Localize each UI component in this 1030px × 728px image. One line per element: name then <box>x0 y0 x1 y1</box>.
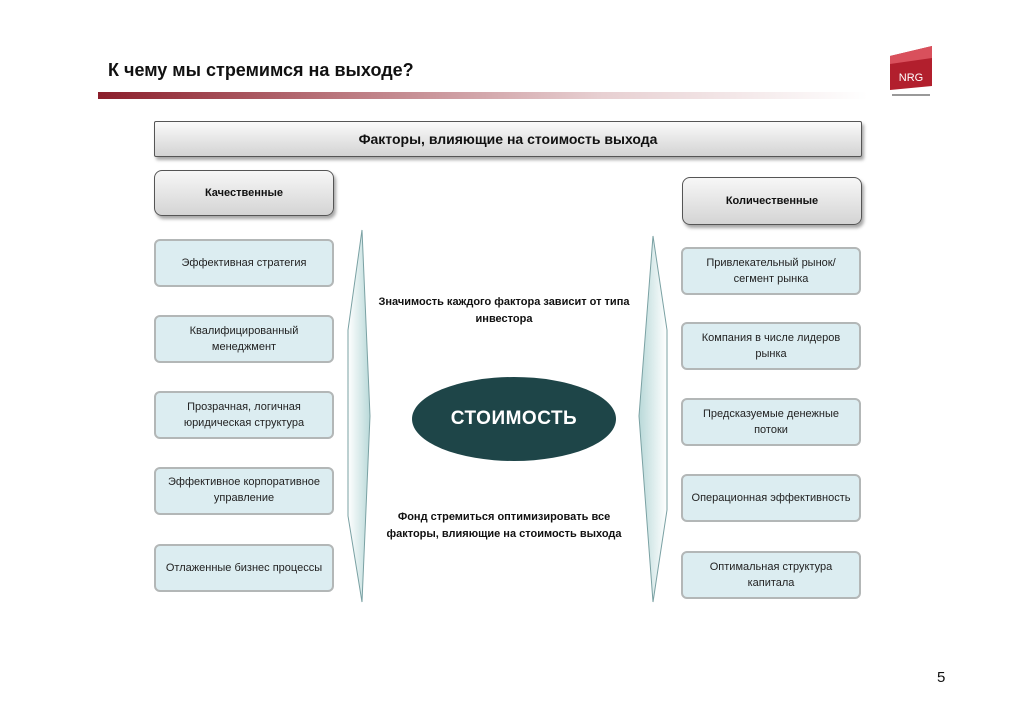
left-arrow-shape <box>347 229 371 603</box>
title-underline <box>98 92 868 99</box>
qualitative-factor-4: Эффективное корпоративное управление <box>154 467 334 515</box>
quantitative-factor-3: Предсказуемые денежные потоки <box>681 398 861 446</box>
investor-type-note: Значимость каждого фактора зависит от ти… <box>378 296 630 325</box>
qualitative-category: Качественные <box>154 170 334 216</box>
qualitative-factor-2: Квалифицированный менеджмент <box>154 315 334 363</box>
qualitative-factor-3: Прозрачная, логичная юридическая структу… <box>154 391 334 439</box>
nrg-logo: NRG <box>890 46 932 96</box>
fund-optimization-note: Фонд стремиться оптимизировать все факто… <box>386 511 622 540</box>
quantitative-factor-2: Компания в числе лидеров рынка <box>681 322 861 370</box>
right-arrow-shape <box>638 235 668 603</box>
quantitative-category: Количественные <box>682 177 862 225</box>
qualitative-factor-5: Отлаженные бизнес процессы <box>154 544 334 592</box>
value-ellipse: СТОИМОСТЬ <box>412 377 616 461</box>
qualitative-factor-1: Эффективная стратегия <box>154 239 334 287</box>
page-number: 5 <box>937 669 946 686</box>
quantitative-factor-4: Операционная эффективность <box>681 474 861 522</box>
factors-header: Факторы, влияющие на стоимость выхода <box>154 121 862 157</box>
quantitative-factor-1: Привлекательный рынок/ сегмент рынка <box>681 247 861 295</box>
svg-text:NRG: NRG <box>899 72 923 84</box>
slide-title: К чему мы стремимся на выходе? <box>108 60 414 80</box>
quantitative-factor-5: Оптимальная структура капитала <box>681 551 861 599</box>
